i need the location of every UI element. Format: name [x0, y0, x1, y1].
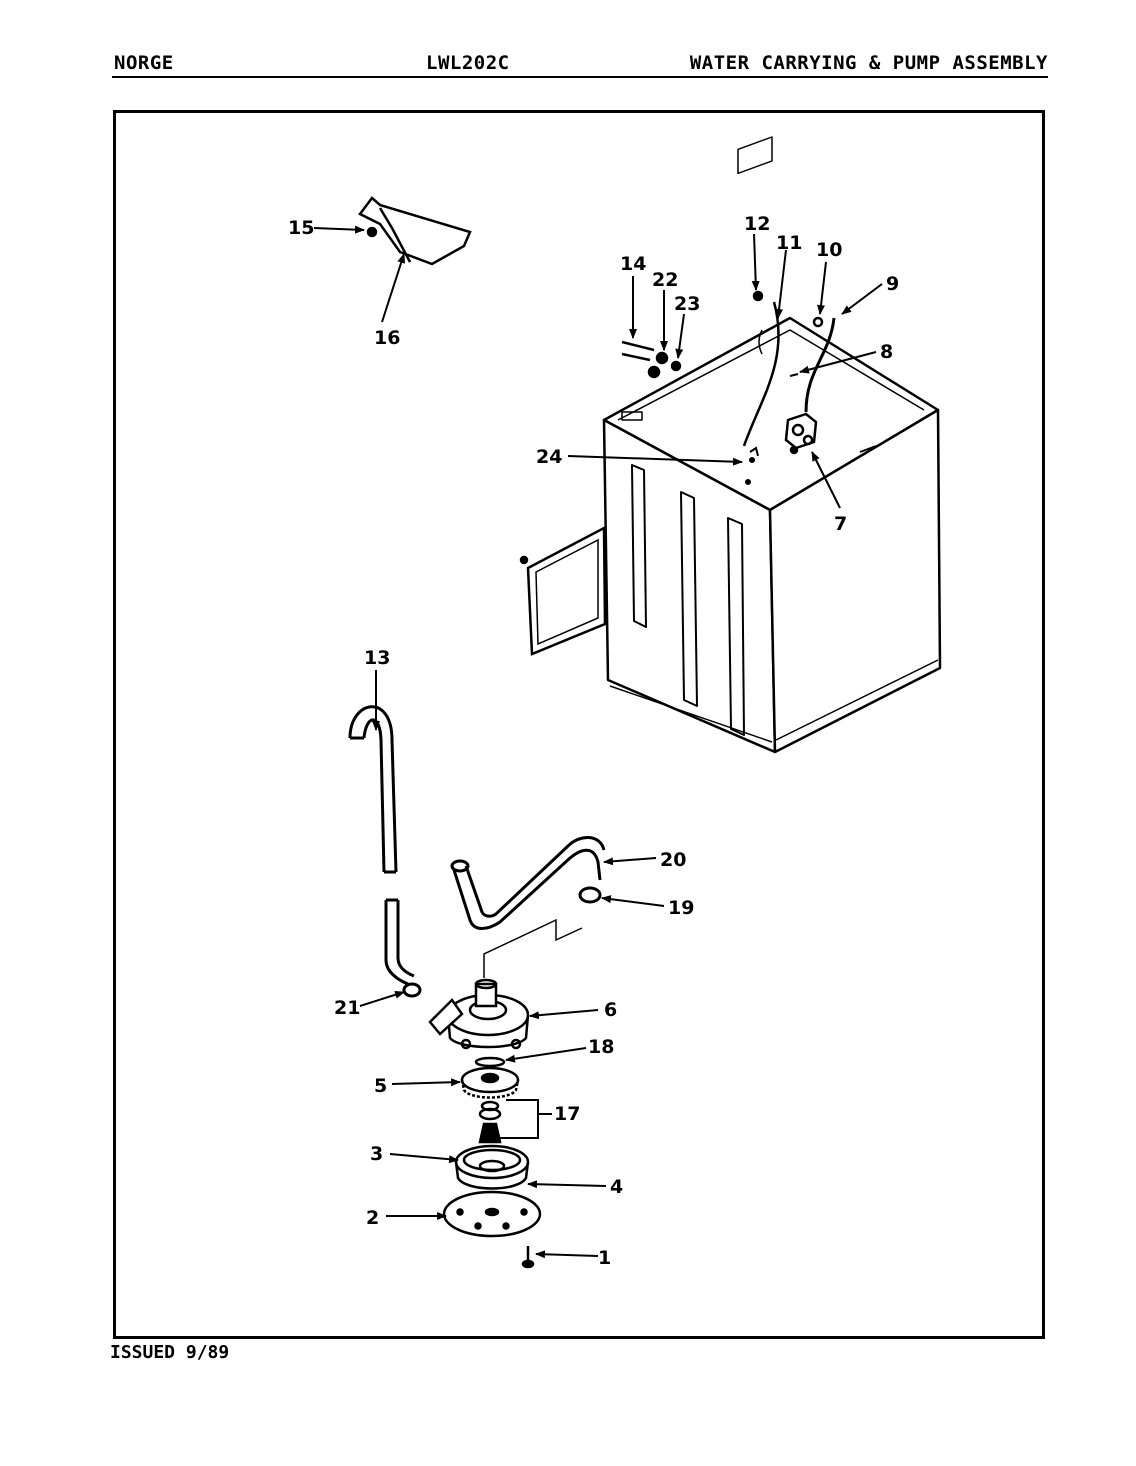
mounting-bolts — [621, 340, 682, 379]
callout-12: 12 — [744, 213, 770, 235]
callout-23: 23 — [674, 293, 700, 315]
callout-3: 3 — [370, 1143, 383, 1165]
hose-bracket — [358, 196, 472, 266]
pump-seals — [478, 1100, 502, 1144]
pump-outlet-hose — [384, 898, 422, 998]
callout-22: 22 — [652, 269, 678, 291]
drain-hose-hook — [348, 705, 398, 874]
pump-inlet-hose — [450, 836, 606, 930]
callout-20: 20 — [660, 849, 686, 871]
header-rule — [112, 76, 1048, 78]
callout-4: 4 — [610, 1176, 623, 1198]
callout-leaders — [313, 225, 883, 1259]
assembly-reference-line — [483, 918, 583, 978]
callout-18: 18 — [588, 1036, 614, 1058]
pump-housing — [454, 1144, 530, 1190]
callout-2: 2 — [366, 1207, 379, 1229]
callout-7: 7 — [834, 513, 847, 535]
washer-cabinet — [602, 136, 942, 754]
callout-6: 6 — [604, 999, 617, 1021]
callout-19: 19 — [668, 897, 694, 919]
callout-24: 24 — [536, 446, 562, 468]
callout-13: 13 — [364, 647, 390, 669]
water-inlet-valve — [742, 290, 836, 457]
header-brand: NORGE — [114, 52, 174, 74]
callout-8: 8 — [880, 341, 893, 363]
callout-17: 17 — [554, 1103, 580, 1125]
pump-impeller — [460, 1056, 520, 1099]
callout-15: 15 — [288, 217, 314, 239]
pump-screw — [521, 1246, 535, 1269]
issue-date: ISSUED 9/89 — [110, 1342, 230, 1363]
callout-14: 14 — [620, 253, 646, 275]
callout-9: 9 — [886, 273, 899, 295]
callout-5: 5 — [374, 1075, 387, 1097]
pump-cover-plate — [442, 1190, 542, 1238]
callout-10: 10 — [816, 239, 842, 261]
callout-1: 1 — [598, 1247, 611, 1269]
rear-access-panel — [519, 525, 607, 656]
callout-16: 16 — [374, 327, 400, 349]
header-model-number: LWL202C — [426, 52, 510, 74]
drain-pump — [428, 978, 530, 1050]
header-section-title: WATER CARRYING & PUMP ASSEMBLY — [689, 52, 1048, 74]
callout-21: 21 — [334, 997, 360, 1019]
diagram-frame — [113, 110, 1045, 1339]
callout-11: 11 — [776, 232, 802, 254]
